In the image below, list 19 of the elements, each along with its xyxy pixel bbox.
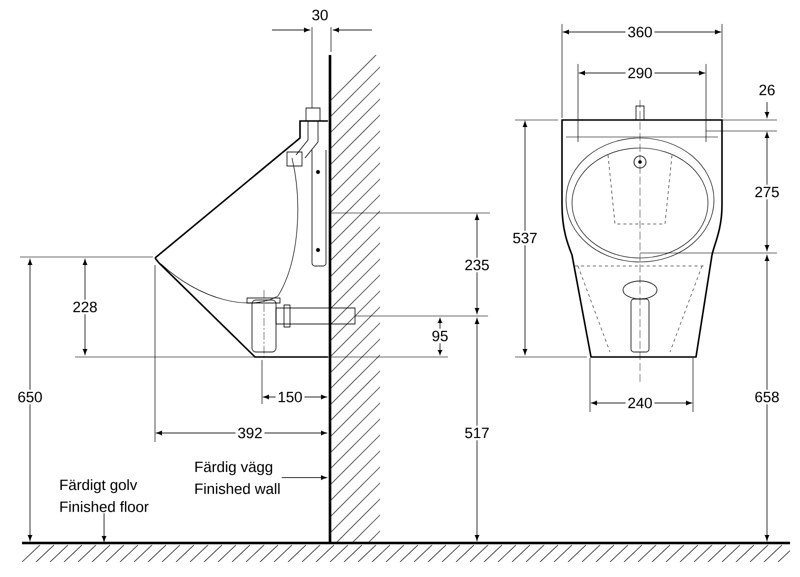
dimension-label: 650 — [16, 390, 44, 404]
dimension-label: 228 — [70, 300, 100, 314]
dimension-label: 30 — [310, 8, 330, 22]
dimension-label: 275 — [752, 184, 782, 200]
dimension-label: 537 — [510, 230, 540, 246]
dimension-label: 517 — [462, 426, 492, 440]
leader-text: Färdig vägg Finished wall — [195, 461, 280, 494]
dimension-label: 392 — [236, 426, 264, 440]
dimension-label: 360 — [626, 24, 654, 40]
dimension-label: 26 — [756, 82, 778, 98]
dimension-label: 95 — [430, 328, 450, 344]
dimension-label: 150 — [276, 390, 304, 404]
dimension-label: 658 — [752, 390, 782, 404]
leader-line — [281, 475, 327, 480]
dimension-label: 290 — [626, 66, 654, 80]
leader-text: Färdigt golv Finished floor — [60, 479, 149, 512]
dimension-label: 235 — [462, 258, 492, 272]
dimension-label: 240 — [626, 396, 654, 410]
leader-line — [102, 512, 106, 542]
